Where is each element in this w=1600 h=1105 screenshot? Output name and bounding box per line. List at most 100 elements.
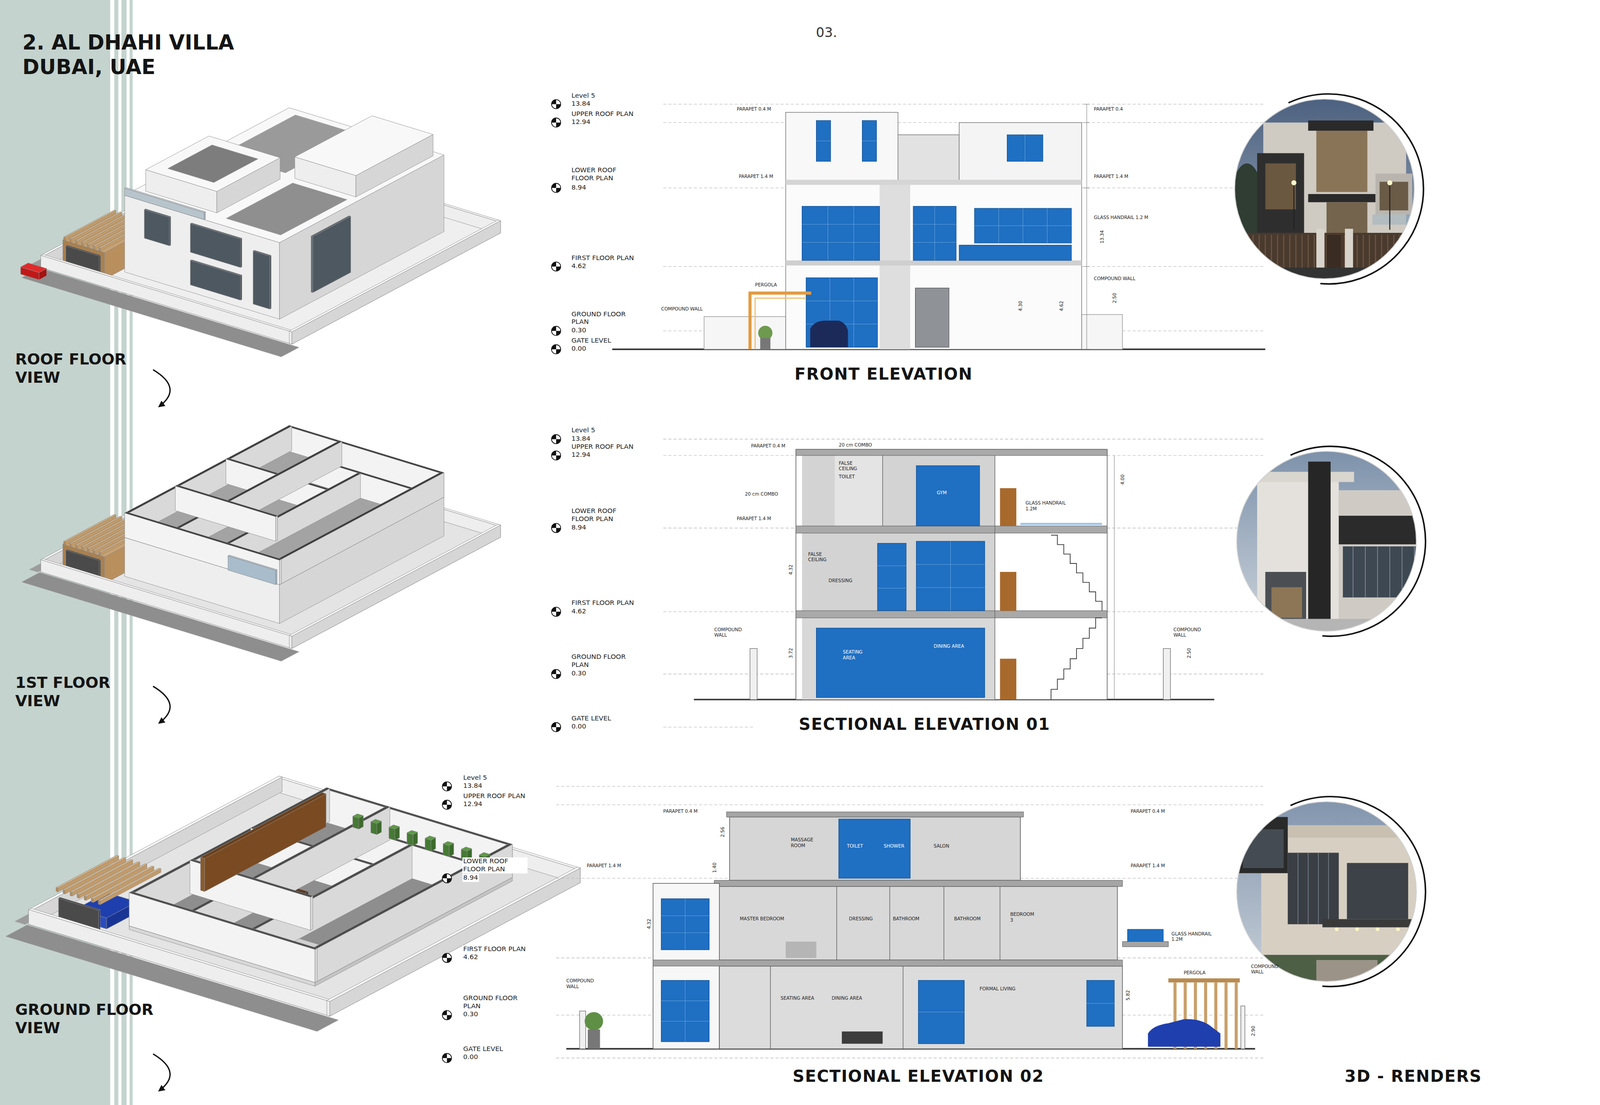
- pergola-beam: [1168, 977, 1240, 982]
- level-line: [663, 103, 1266, 105]
- gate-slat: [1307, 235, 1309, 270]
- level-marker-fill: [556, 349, 561, 354]
- level-label: LOWER ROOF FLOOR PLAN: [462, 857, 528, 874]
- room-label: DRESSING: [828, 577, 853, 583]
- compound-wall: [1241, 1005, 1246, 1049]
- level-label: GATE LEVEL: [571, 714, 611, 723]
- level-marker-fill: [551, 434, 557, 439]
- iso-face: [310, 895, 313, 930]
- transom: [877, 565, 907, 566]
- planter: [587, 1029, 600, 1049]
- level-line: [663, 438, 1266, 440]
- partition: [943, 886, 945, 960]
- render-image: [1234, 449, 1427, 633]
- annotation: PARAPET 1.4 M: [586, 862, 622, 868]
- render-arc: [1290, 796, 1426, 987]
- glass-panel: [959, 244, 1072, 260]
- level-label: UPPER ROOF PLAN: [462, 791, 527, 800]
- iso-face: [124, 107, 445, 243]
- mullion: [1328, 852, 1329, 924]
- iso-face: [144, 208, 171, 218]
- level-marker: [551, 606, 561, 617]
- level-marker: [551, 183, 561, 193]
- level-label: FIRST FLOOR PLAN: [571, 254, 634, 263]
- level-label: 4.62: [571, 607, 586, 616]
- slab: [714, 879, 1123, 887]
- sky: [1232, 96, 1417, 281]
- transom: [806, 300, 878, 302]
- gate-slat: [1301, 235, 1303, 270]
- iso-face: [461, 846, 472, 851]
- annotation: PARAPET 1.4 M: [738, 173, 774, 179]
- level-marker: [442, 952, 452, 963]
- iso-face: [28, 907, 333, 1002]
- dimension: 13.34: [1099, 230, 1105, 244]
- iso-face: [291, 524, 501, 649]
- gate-slat: [1405, 235, 1407, 270]
- level-marker-fill: [446, 1014, 452, 1020]
- iso-face: [289, 219, 501, 332]
- facade: [785, 112, 899, 184]
- level-label: LOWER ROOF FLOOR PLAN: [571, 507, 635, 524]
- transom: [916, 587, 985, 588]
- gate-slat: [1277, 235, 1279, 270]
- iso-face: [240, 275, 242, 301]
- iso-face: [326, 866, 581, 1002]
- gate-wall: [1236, 232, 1417, 272]
- iso-face: [41, 558, 294, 636]
- iso-face: [329, 867, 581, 1016]
- annotation: 20 cm COMBO: [838, 441, 872, 448]
- garden: [1236, 954, 1417, 986]
- plant: [758, 325, 773, 340]
- iso-face: [424, 837, 432, 851]
- stair-flight: [1051, 535, 1102, 611]
- glazing: [1287, 852, 1339, 924]
- iso-face: [314, 948, 318, 983]
- mullion: [827, 206, 829, 260]
- level-label: 8.94: [571, 183, 586, 192]
- level-line: [556, 785, 1266, 787]
- level-marker-fill: [556, 611, 561, 616]
- dimension: 2.90: [1250, 1025, 1256, 1036]
- render-frame: [1236, 801, 1417, 982]
- level-marker-fill: [556, 187, 561, 193]
- level-marker: [551, 117, 561, 128]
- annotation: COMPOUND WALL: [661, 305, 703, 312]
- transom: [661, 915, 710, 916]
- level-marker-fill: [556, 122, 561, 128]
- level-label: 8.94: [462, 873, 480, 882]
- annotation: PARAPET 0.4 M: [750, 442, 786, 449]
- gate-slat: [1374, 235, 1376, 270]
- facade: [785, 183, 1082, 350]
- level-marker-fill: [442, 1052, 447, 1058]
- partition: [836, 886, 838, 960]
- room-label: DINING AREA: [933, 643, 965, 649]
- level-marker-fill: [556, 104, 561, 109]
- level-label: 13.84: [462, 781, 484, 790]
- iso-face: [407, 829, 418, 835]
- partition: [889, 886, 891, 960]
- mullion: [1307, 852, 1309, 924]
- mullion: [1364, 546, 1366, 598]
- glass-panel: [661, 898, 710, 950]
- page-title: 2. AL DHAHI VILLA DUBAI, UAE: [22, 30, 319, 80]
- level-label: 4.62: [571, 262, 586, 271]
- transom: [661, 931, 710, 933]
- mullion: [1024, 134, 1026, 162]
- transom: [918, 1011, 965, 1012]
- iso-face: [443, 843, 450, 857]
- level-marker-fill: [551, 183, 557, 188]
- mullion: [1389, 546, 1390, 598]
- page-number: 03.: [816, 24, 838, 41]
- slab: [726, 811, 1024, 817]
- level-marker: [442, 873, 452, 883]
- stone-wall: [1375, 173, 1413, 215]
- compound-wall: [750, 648, 758, 700]
- dark-cladding: [1238, 816, 1288, 873]
- glass-panel: [916, 465, 980, 526]
- level-marker: [551, 434, 561, 444]
- room: [719, 886, 1118, 960]
- level-marker-fill: [556, 455, 561, 460]
- transom: [974, 225, 1072, 226]
